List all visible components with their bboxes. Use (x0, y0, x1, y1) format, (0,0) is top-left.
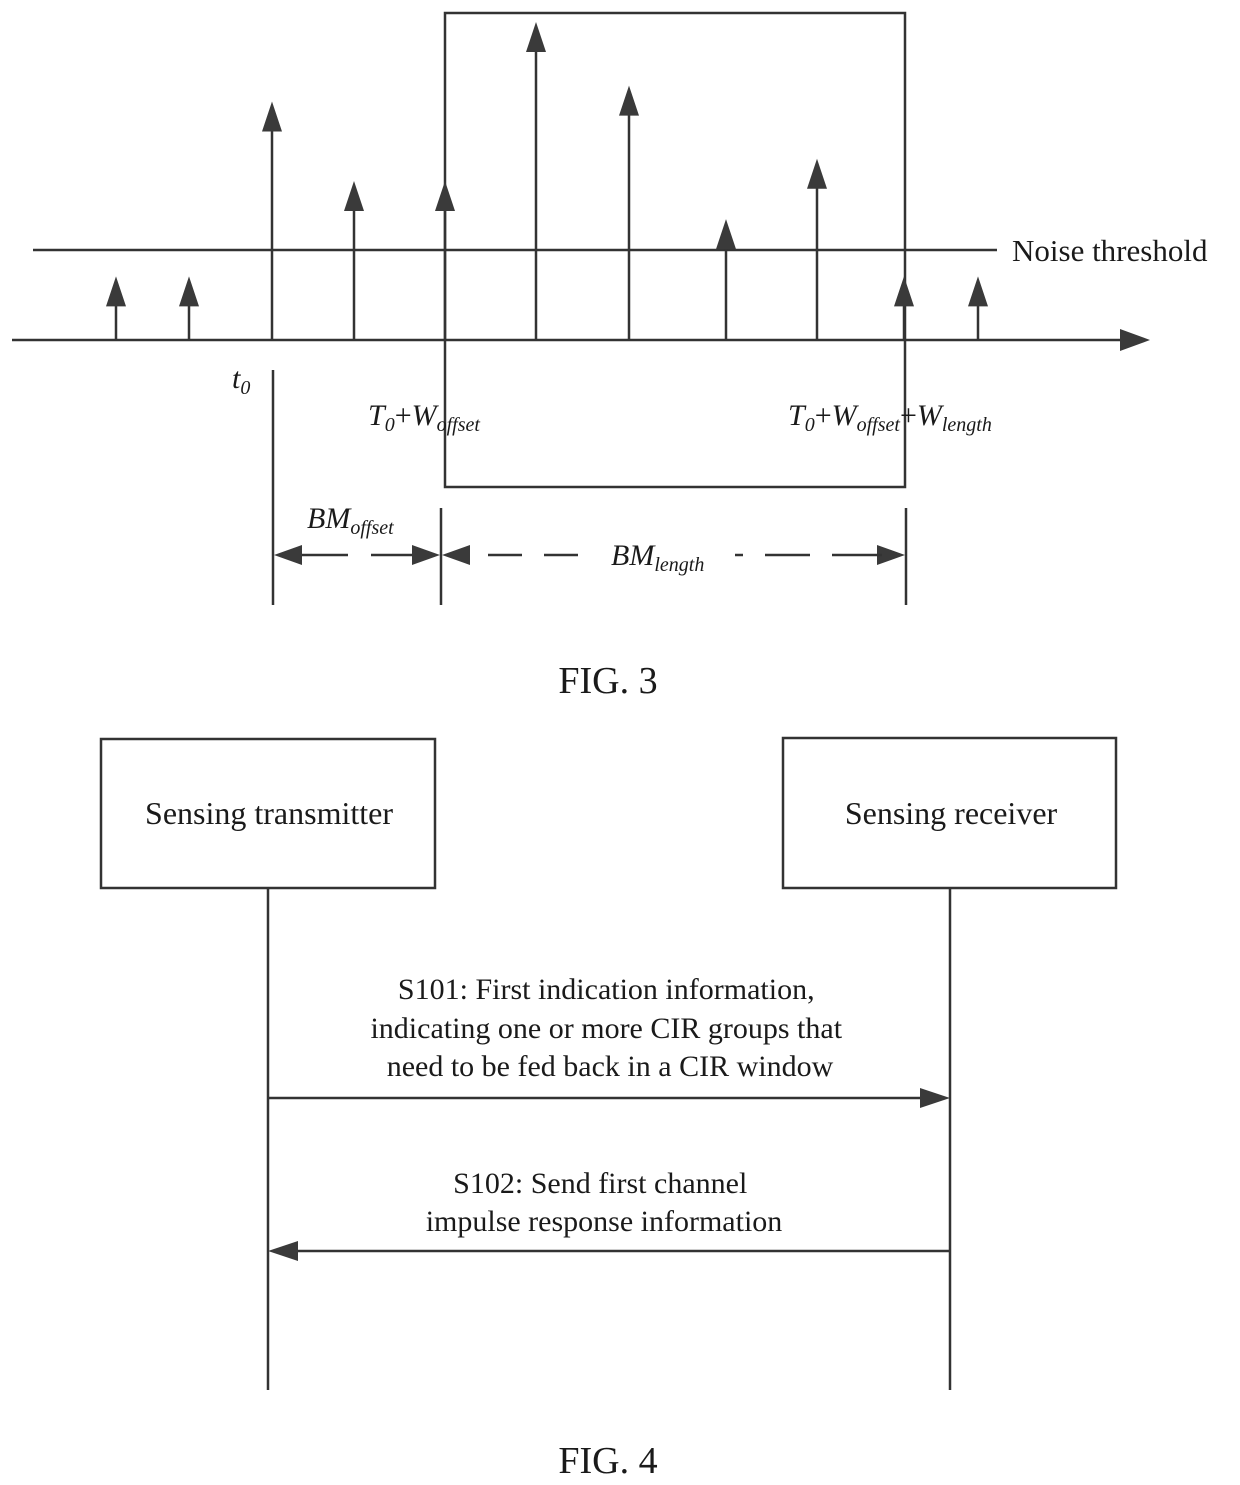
impulse-4-arrowhead (344, 181, 364, 211)
s101-arrowhead (920, 1088, 950, 1108)
s102-text: S102: Send first channel impulse respons… (426, 1167, 783, 1238)
impulse-9-arrowhead (807, 159, 827, 189)
impulse-7-arrowhead (619, 86, 639, 116)
bm-offset-arrow-right (412, 545, 440, 565)
fig4-caption: FIG. 4 (558, 1440, 657, 1482)
noise-threshold-label: Noise threshold (1012, 233, 1208, 268)
impulse-3-arrowhead (262, 102, 282, 132)
fig4-sequence-diagram: Sensing transmitter Sensing receiver S10… (101, 738, 1116, 1482)
s101-text: S101: First indication information, indi… (370, 973, 849, 1083)
receiver-label: Sensing receiver (845, 795, 1058, 831)
t0-label: t0 (232, 362, 250, 399)
s102-arrowhead (268, 1241, 298, 1261)
fig3-cir-window-diagram: Noise threshold t0 T0+Woffset T0+Woffset… (12, 13, 1208, 702)
time-axis-arrowhead (1120, 329, 1150, 351)
transmitter-label: Sensing transmitter (145, 795, 393, 831)
impulse-5-arrowhead (435, 181, 455, 211)
impulse-10-arrowhead (894, 276, 914, 306)
impulse-8-arrowhead (716, 219, 736, 249)
bm-length-label: BMlength (611, 539, 704, 576)
bm-offset-arrow-left (274, 545, 302, 565)
impulse-6-arrowhead (526, 22, 546, 52)
window-start-label: T0+Woffset (368, 399, 480, 436)
impulse-11-arrowhead (968, 276, 988, 306)
bm-offset-label: BMoffset (307, 502, 394, 539)
window-end-label: T0+Woffset+Wlength (788, 399, 992, 436)
impulse-1-arrowhead (106, 276, 126, 306)
impulse-group (106, 22, 988, 340)
impulse-2-arrowhead (179, 276, 199, 306)
fig3-caption: FIG. 3 (558, 660, 657, 702)
bm-length-arrow-left (442, 545, 470, 565)
